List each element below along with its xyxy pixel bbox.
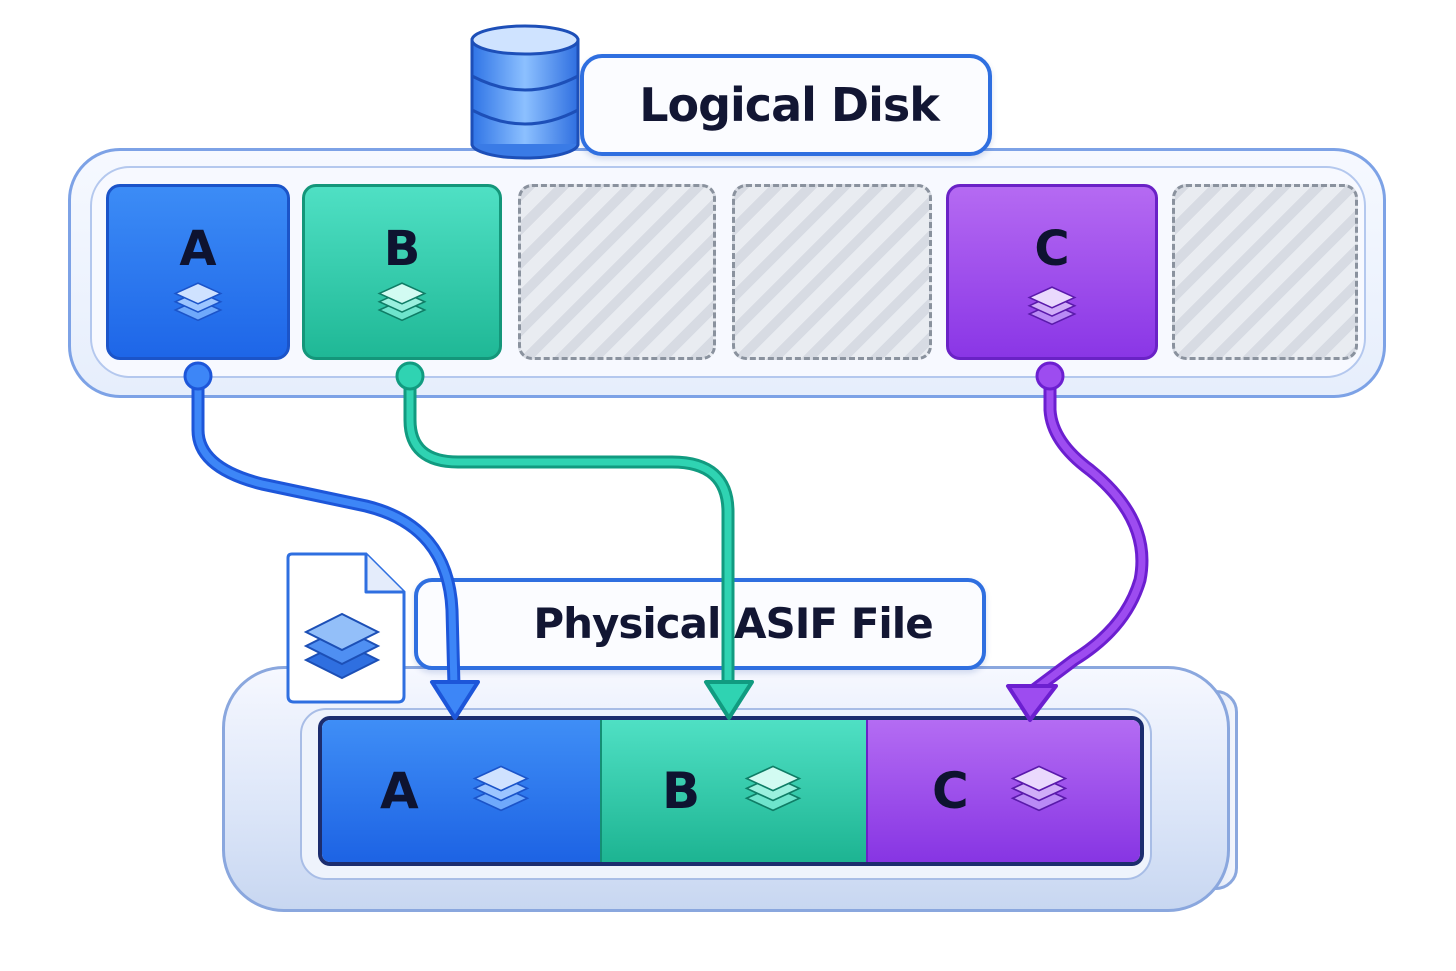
logical-block-empty bbox=[732, 184, 932, 360]
logical-disk-title-box bbox=[580, 54, 992, 156]
logical-block-a: A bbox=[106, 184, 290, 360]
document-layers-icon bbox=[286, 552, 406, 704]
physical-segment-c-label: C bbox=[932, 762, 969, 820]
stacked-layers-icon bbox=[1027, 286, 1077, 326]
stacked-layers-icon bbox=[472, 765, 530, 812]
physical-segment-b-label: B bbox=[662, 762, 701, 820]
logical-block-c-label: C bbox=[1034, 221, 1070, 277]
database-cylinder-icon bbox=[470, 24, 580, 160]
stacked-layers-icon bbox=[1010, 765, 1068, 812]
physical-segment-b: B bbox=[600, 720, 866, 862]
logical-block-b-label: B bbox=[383, 221, 421, 277]
logical-block-empty bbox=[518, 184, 716, 360]
stacked-layers-icon bbox=[173, 282, 223, 322]
physical-segment-a-label: A bbox=[380, 762, 419, 820]
physical-segment-c: C bbox=[866, 720, 1140, 862]
stacked-layers-icon bbox=[744, 765, 802, 812]
physical-file-title: Physical ASIF File bbox=[533, 599, 933, 648]
stacked-layers-icon bbox=[377, 282, 427, 322]
physical-segment-a: A bbox=[322, 720, 600, 862]
logical-block-empty bbox=[1172, 184, 1358, 360]
logical-disk-title: Logical Disk bbox=[639, 78, 940, 132]
physical-file-segments: A B C bbox=[318, 716, 1144, 866]
logical-block-b: B bbox=[302, 184, 502, 360]
logical-block-a-label: A bbox=[179, 221, 217, 277]
logical-block-c: C bbox=[946, 184, 1158, 360]
